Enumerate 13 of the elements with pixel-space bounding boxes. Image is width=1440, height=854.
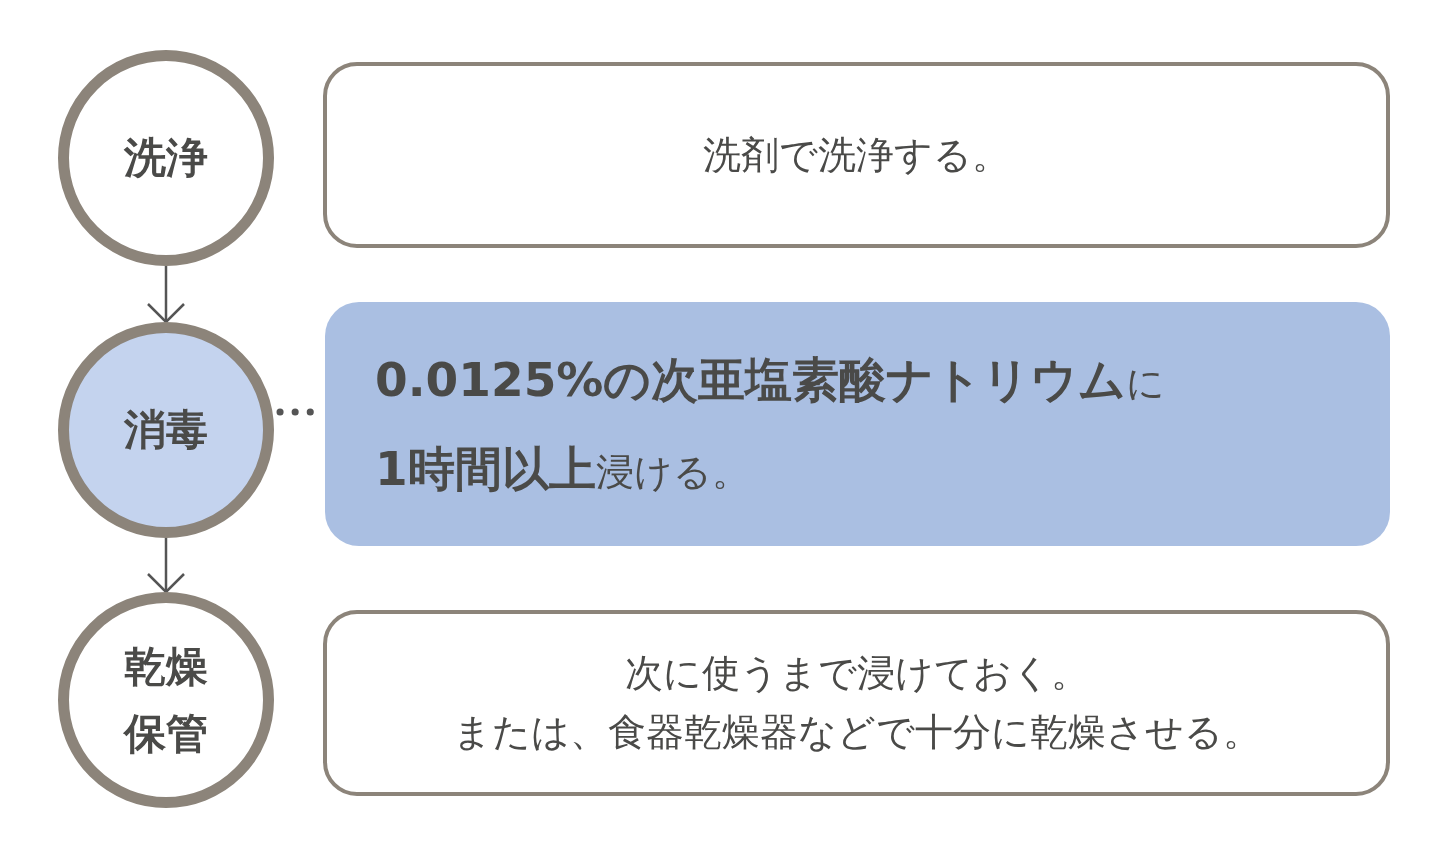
step-label: 洗浄: [123, 132, 209, 185]
arrow: [146, 266, 186, 324]
step-label: 消毒: [123, 404, 209, 457]
highlight-box: [325, 302, 1390, 546]
description-box: [323, 610, 1390, 796]
step-description: 0.0125%の次亜塩素酸ナトリウムに: [375, 350, 1166, 409]
description-box: [323, 62, 1390, 248]
step-description: 洗剤で洗浄する。: [703, 131, 1010, 179]
arrow: [146, 538, 186, 594]
step-label: 乾燥保管: [122, 640, 209, 760]
step-description: 1時間以上浸ける。: [375, 440, 750, 498]
step-description: 次に使うまで浸けておく。: [624, 650, 1089, 698]
step-description: または、食器乾燥器などで十分に乾燥させる。: [452, 709, 1261, 756]
